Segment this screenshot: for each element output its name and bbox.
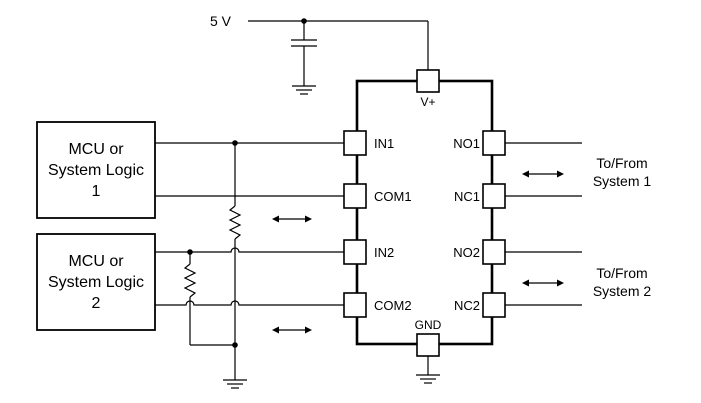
resistor-icon [183,252,235,346]
pin-in2 [343,239,367,265]
system1-line1: To/From [596,155,647,171]
mcu1-line3: 1 [92,183,101,200]
capacitor-icon [291,21,317,86]
mcu2-line2: System Logic [48,274,144,291]
supply-label: 5 V [210,13,232,29]
ground-icon [223,379,247,389]
mcu1-line1: MCU or [68,141,124,158]
vplus-label: V+ [420,95,435,109]
system2-line1: To/From [596,265,647,281]
system1-line2: System 1 [593,173,652,189]
pin-label-nc1: NC1 [454,189,480,204]
vplus-pin [416,69,440,93]
pin-label-com2: COM2 [374,298,412,313]
wire-in2 [155,247,344,253]
pin-label-no2: NO2 [453,245,480,260]
pin-label-nc2: NC2 [454,298,480,313]
ground-icon [416,374,440,384]
system2-line2: System 2 [593,283,652,299]
wire-com2 [155,300,344,306]
double-arrow-icon [272,326,312,334]
pin-nc1 [482,183,506,209]
ground-icon [292,85,316,95]
pin-com2 [343,292,367,318]
double-arrow-icon [522,170,564,178]
resistor-icon [228,143,242,380]
pin-label-com1: COM1 [374,189,412,204]
pin-no1 [482,130,506,156]
pin-label-in1: IN1 [374,136,394,151]
mcu2-line3: 2 [92,295,101,312]
pin-label-in2: IN2 [374,245,394,260]
pin-no2 [482,239,506,265]
double-arrow-icon [272,215,312,223]
pin-nc2 [482,292,506,318]
pin-com1 [343,183,367,209]
mcu1-line2: System Logic [48,162,144,179]
gnd-pin [416,333,440,357]
pin-in1 [343,130,367,156]
mcu1-block [36,121,156,219]
mcu2-block [36,233,156,331]
double-arrow-icon [522,279,564,287]
mcu2-line1: MCU or [68,253,124,270]
pin-label-no1: NO1 [453,136,480,151]
gnd-label: GND [415,318,442,332]
